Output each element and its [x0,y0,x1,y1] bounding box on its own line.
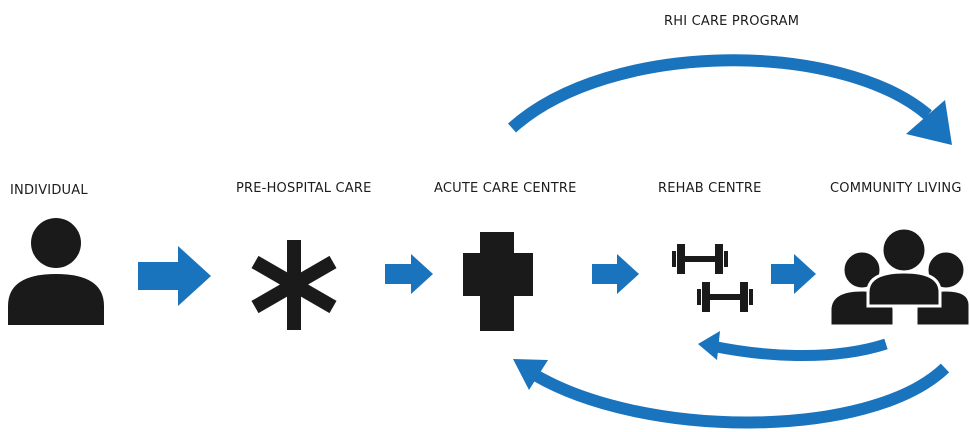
dumbbells-icon [672,244,753,312]
stage-label-acute-care: ACUTE CARE CENTRE [434,181,577,196]
return-arrow-rehab [698,331,888,361]
flow-arrow-2 [385,254,433,294]
person-icon [8,218,104,325]
stage-label-pre-hospital: PRE-HOSPITAL CARE [236,181,372,196]
flow-arrow-4 [771,254,816,294]
stage-label-rehab: REHAB CENTRE [658,181,762,196]
stage-label-community: COMMUNITY LIVING [830,181,962,196]
program-arc-arrow [507,54,952,145]
flow-arrow-3 [592,254,639,294]
program-title: RHI CARE PROGRAM [664,14,800,29]
asterisk-icon [251,240,337,330]
stage-label-individual: INDIVIDUAL [10,183,88,198]
return-arrow-acute [513,359,950,429]
medical-cross-icon [463,232,533,331]
group-icon [828,226,970,328]
flow-arrow-1 [138,246,211,306]
